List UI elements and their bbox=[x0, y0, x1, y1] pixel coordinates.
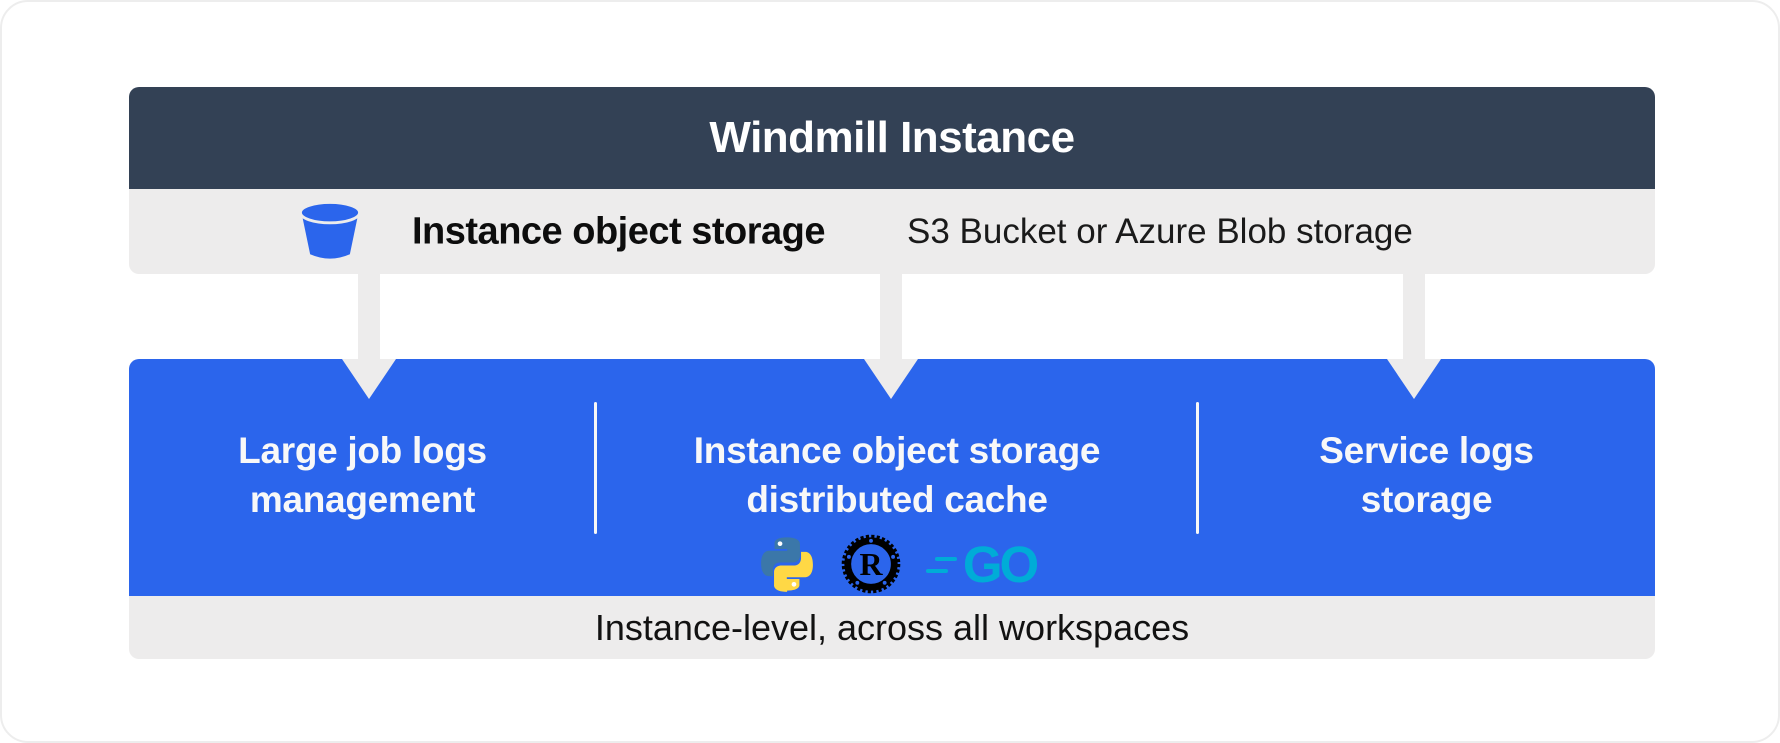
flow-arrow-down-right bbox=[1387, 274, 1441, 399]
section-title-line1: Large job logs bbox=[238, 430, 487, 471]
section-title-line1: Instance object storage bbox=[693, 430, 1101, 471]
section-title-line2: management bbox=[249, 479, 476, 520]
arrow-stem bbox=[1403, 274, 1425, 360]
python-icon bbox=[760, 537, 813, 592]
arrow-head-icon bbox=[1387, 359, 1441, 399]
section-divider bbox=[1196, 402, 1199, 534]
language-icons-row: R GO bbox=[596, 532, 1198, 596]
go-icon: GO bbox=[925, 535, 1039, 593]
section-distributed-cache: Instance object storage distributed cach… bbox=[596, 359, 1198, 596]
features-panel: Large job logs management Instance objec… bbox=[129, 359, 1655, 596]
footer-bar: Instance-level, across all workspaces bbox=[129, 596, 1655, 659]
storage-bar-title: Instance object storage bbox=[412, 210, 825, 252]
arrow-head-icon bbox=[342, 359, 396, 399]
section-service-logs: Service logs storage bbox=[1198, 359, 1655, 596]
flow-arrow-down-left bbox=[342, 274, 396, 399]
section-title: Large job logs management bbox=[129, 426, 596, 524]
section-title-line1: Service logs bbox=[1319, 430, 1534, 471]
storage-bar-subtitle: S3 Bucket or Azure Blob storage bbox=[907, 211, 1413, 251]
go-letters: GO bbox=[962, 535, 1039, 593]
header-title: Windmill Instance bbox=[709, 113, 1075, 162]
arrow-stem bbox=[358, 274, 380, 360]
section-title-line2: storage bbox=[1360, 479, 1493, 520]
windmill-instance-header: Windmill Instance bbox=[129, 87, 1655, 189]
rust-letter: R bbox=[859, 547, 883, 582]
rust-icon: R bbox=[841, 534, 901, 594]
section-title: Instance object storage distributed cach… bbox=[596, 426, 1198, 524]
arrow-stem bbox=[880, 274, 902, 360]
section-divider bbox=[594, 402, 597, 534]
section-title-line2: distributed cache bbox=[746, 479, 1048, 520]
section-large-job-logs: Large job logs management bbox=[129, 359, 596, 596]
bucket-icon bbox=[299, 201, 361, 259]
instance-object-storage-bar: Instance object storage S3 Bucket or Azu… bbox=[129, 189, 1655, 274]
footer-caption: Instance-level, across all workspaces bbox=[594, 606, 1190, 648]
go-speed-lines bbox=[925, 557, 957, 573]
section-title: Service logs storage bbox=[1198, 426, 1655, 524]
arrow-head-icon bbox=[864, 359, 918, 399]
flow-arrow-down-middle bbox=[864, 274, 918, 399]
